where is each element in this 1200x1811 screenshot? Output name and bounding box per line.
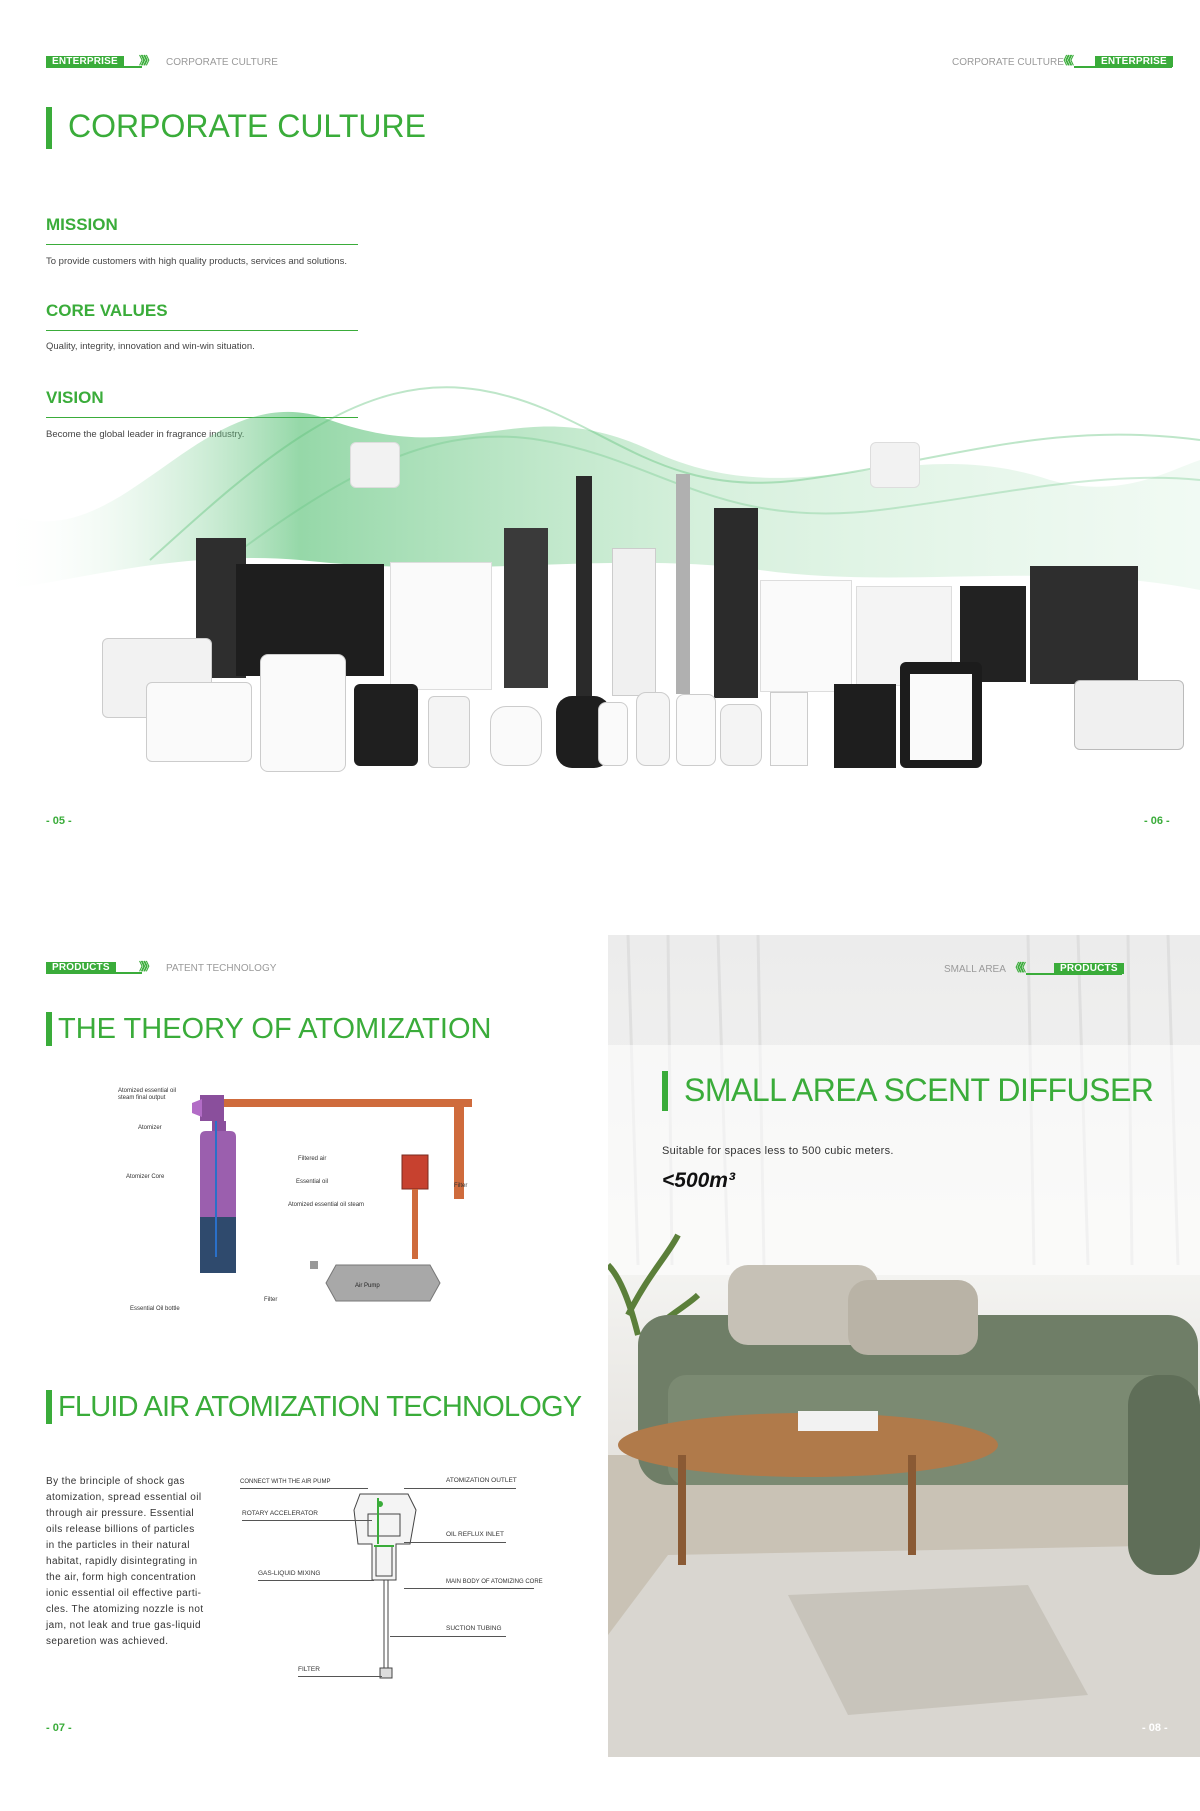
diagram-label: ROTARY ACCELERATOR [242, 1510, 318, 1517]
diagram-label: Filter [454, 1183, 468, 1189]
divider [46, 330, 358, 331]
fluid-title: FLUID AIR ATOMIZATION TECHNOLOGY [58, 1391, 582, 1423]
section-tag: PRODUCTS [46, 962, 116, 973]
diffuser-device [1030, 566, 1138, 684]
diagram-label: Atomized essential oil steam [288, 1202, 365, 1208]
diagram-label: Filter [264, 1297, 278, 1303]
diffuser-device [834, 684, 896, 768]
page-number: - 08 - [1142, 1722, 1168, 1734]
diffuser-device [490, 706, 542, 766]
atomization-theory-diagram: Air Pump [192, 1095, 472, 1302]
capacity-value: <500m³ [662, 1169, 735, 1192]
diffuser-device [390, 562, 492, 690]
diagram-label: Atomizer [138, 1125, 162, 1131]
diagram-label: CONNECT WITH THE AIR PUMP [240, 1479, 331, 1485]
leader-line [404, 1542, 506, 1543]
diffuser-device [714, 508, 758, 698]
arrows-left-icon: 《《《 [1058, 55, 1074, 67]
air-pump-label: Air Pump [355, 1283, 380, 1289]
diffuser-device [504, 528, 548, 688]
diagram-label: OIL REFLUX INLET [446, 1531, 504, 1538]
leader-line [404, 1488, 516, 1489]
diagram-label: GAS-LIQUID MIXING [258, 1570, 321, 1577]
diffuser-device [770, 692, 808, 766]
diagram-label: ATOMIZATION OUTLET [446, 1477, 517, 1484]
section-tag: ENTERPRISE [46, 56, 124, 67]
diffuser-device [910, 674, 972, 760]
page-title: SMALL AREA SCENT DIFFUSER [684, 1072, 1154, 1108]
section-subtag: PATENT TECHNOLOGY [166, 963, 277, 974]
diffuser-device [720, 704, 762, 766]
diffuser-device [676, 474, 690, 694]
section-subtag: SMALL AREA [944, 964, 1006, 975]
diagram-label: Essential oil [296, 1179, 329, 1185]
section-tag: ENTERPRISE [1095, 56, 1173, 67]
diffuser-device [1074, 680, 1184, 750]
mission-heading: MISSION [46, 215, 118, 234]
diagram-label: Atomizer Core [126, 1174, 165, 1180]
core-values-text: Quality, integrity, innovation and win-w… [46, 341, 255, 352]
diffuser-device [260, 654, 346, 772]
core-values-heading: CORE VALUES [46, 301, 168, 320]
diffuser-device [576, 476, 592, 696]
section-subtag: CORPORATE CULTURE [952, 57, 1064, 68]
living-room-photo [608, 935, 1200, 1757]
leader-line [258, 1580, 374, 1581]
diffuser-device [612, 548, 656, 696]
title-bar [46, 1012, 52, 1046]
diffuser-device [428, 696, 470, 768]
diagram-label: Essential Oil bottle [130, 1306, 180, 1312]
subtitle: Suitable for spaces less to 500 cubic me… [662, 1145, 894, 1157]
mission-text: To provide customers with high quality p… [46, 256, 347, 267]
leader-line [242, 1520, 372, 1521]
section-subtag: CORPORATE CULTURE [166, 57, 278, 68]
page-number: - 05 - [46, 815, 72, 827]
ceiling-diffuser [870, 442, 920, 488]
arrows-right-icon: 》》》 [139, 961, 155, 973]
page-number: - 06 - [1144, 815, 1170, 827]
page-08: SMALL AREA 《《《 PRODUCTS SMALL AREA SCENT… [608, 935, 1200, 1757]
page-number: - 07 - [46, 1722, 72, 1734]
tag-underline [1026, 973, 1122, 975]
diffuser-device [354, 684, 418, 766]
atomizing-core-diagram [353, 1493, 417, 1679]
diagram-label: SUCTION TUBING [446, 1625, 502, 1632]
vision-text: Become the global leader in fragrance in… [46, 429, 245, 440]
leader-line [404, 1588, 534, 1589]
tag-underline [46, 972, 142, 974]
diagram-label: Atomized essential oil steam final outpu… [118, 1088, 177, 1101]
leader-line [240, 1488, 368, 1489]
diagram-label: Filtered air [298, 1156, 327, 1162]
theory-title: THE THEORY OF ATOMIZATION [58, 1013, 492, 1045]
diagram-label: MAIN BODY OF ATOMIZING CORE [446, 1579, 543, 1585]
page-title: CORPORATE CULTURE [68, 108, 426, 144]
divider [46, 417, 358, 418]
divider [46, 244, 358, 245]
diffuser-device [598, 702, 628, 766]
arrows-right-icon: 》》》 [139, 55, 155, 67]
diffuser-device [676, 694, 716, 766]
vision-heading: VISION [46, 388, 104, 407]
title-bar [46, 1390, 52, 1424]
diffuser-device [760, 580, 852, 692]
tag-underline [1074, 66, 1172, 68]
ceiling-diffuser [350, 442, 400, 488]
tag-underline [46, 66, 142, 68]
arrows-left-icon: 《《《 [1010, 962, 1026, 974]
diffuser-device [636, 692, 670, 766]
diffuser-device [146, 682, 252, 762]
title-bar [662, 1071, 668, 1111]
title-bar [46, 107, 52, 149]
leader-line [390, 1636, 506, 1637]
leader-line [298, 1676, 382, 1677]
section-tag: PRODUCTS [1054, 963, 1124, 974]
diagram-label: FILTER [298, 1666, 320, 1673]
